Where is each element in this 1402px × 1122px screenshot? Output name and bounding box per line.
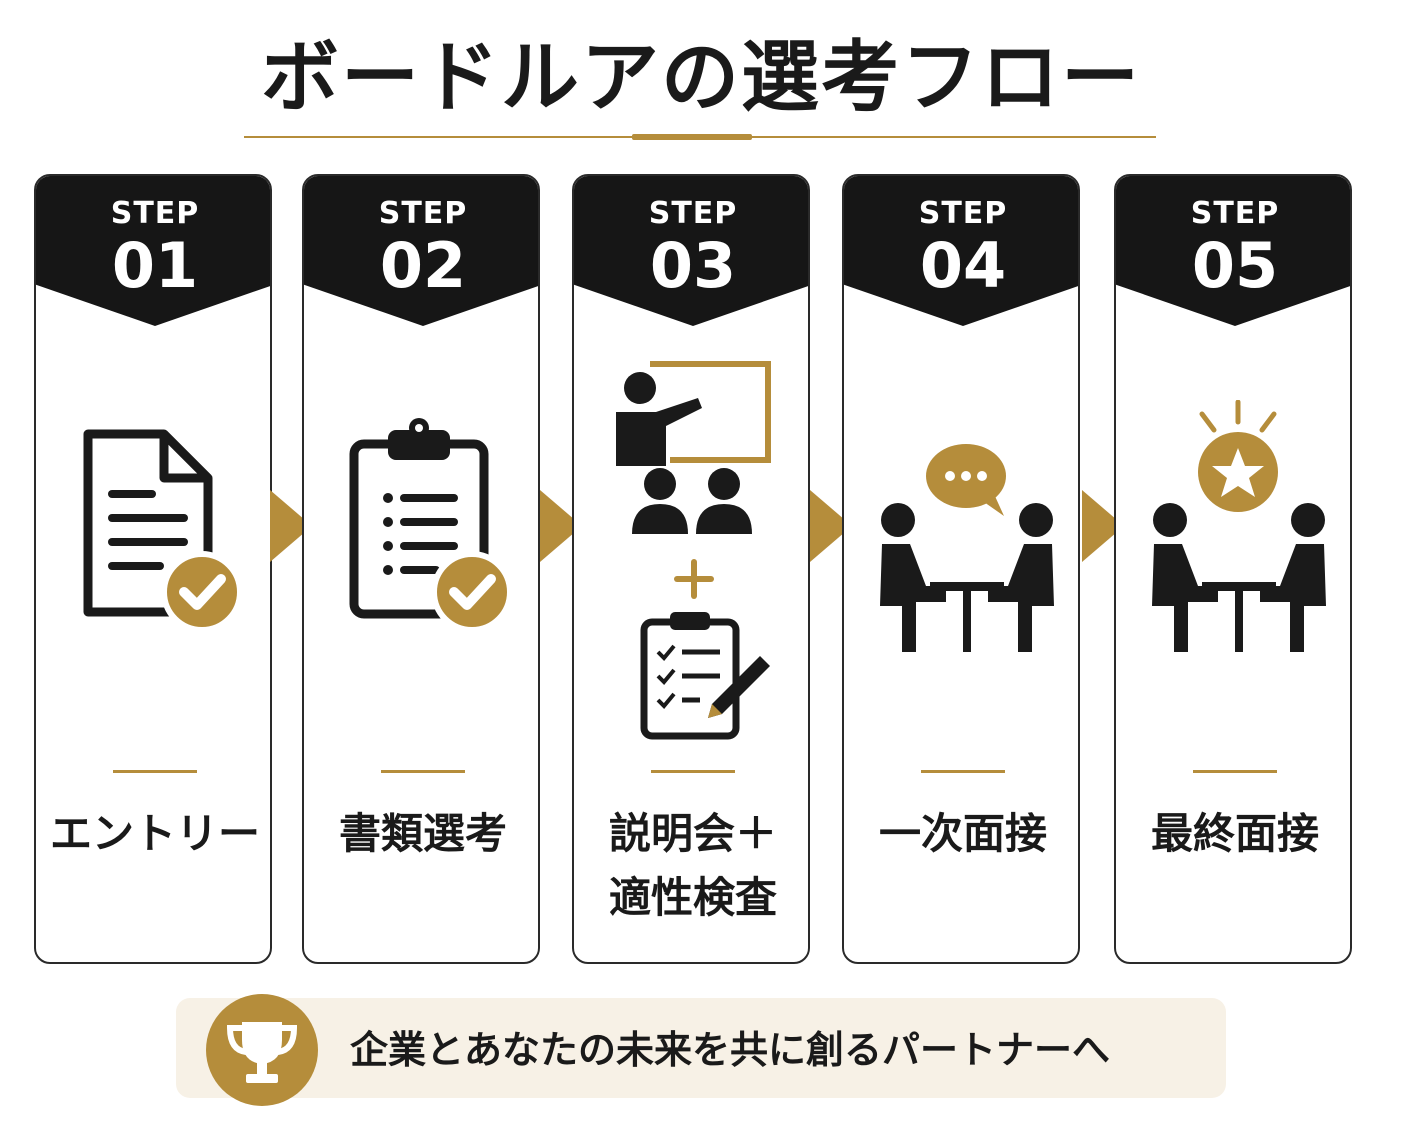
- title-divider-accent: [632, 134, 752, 140]
- step-name-line-2: 適性検査: [608, 873, 777, 922]
- step-divider: [381, 770, 465, 773]
- chevron-right-icon: [270, 490, 312, 562]
- chevron-right-icon: [540, 490, 582, 562]
- step-label: STEP: [378, 196, 468, 231]
- trophy-icon: [206, 994, 318, 1106]
- chevron-right-icon: [1082, 490, 1124, 562]
- step-header: STEP 01: [36, 176, 270, 326]
- step-name: 最終面接: [1150, 809, 1319, 858]
- interview-chat-icon: [844, 436, 1078, 670]
- step-label: STEP: [110, 196, 200, 231]
- step-number: 05: [1191, 229, 1279, 302]
- step-number: 04: [919, 229, 1007, 302]
- step-label: STEP: [648, 196, 738, 231]
- step-name: 一次面接: [878, 809, 1047, 858]
- step-divider: [113, 770, 197, 773]
- step-header: STEP 05: [1116, 176, 1350, 326]
- clipboard-check-icon: [304, 416, 538, 640]
- step-divider: [921, 770, 1005, 773]
- page-title: ボードルアの選考フロー: [260, 33, 1141, 123]
- step-card-04: STEP 04 一次面接: [842, 174, 1080, 964]
- step-header: STEP 03: [574, 176, 808, 326]
- interview-star-icon: [1116, 399, 1350, 674]
- step-card-02: STEP 02 書類選考: [302, 174, 540, 964]
- step-label: STEP: [918, 196, 1008, 231]
- step-header: STEP 04: [844, 176, 1078, 326]
- presentation-and-test-icon: [574, 356, 808, 750]
- step-name: 説明会＋ 適性検査: [574, 802, 808, 930]
- step-header: STEP 02: [304, 176, 538, 326]
- step-number: 01: [111, 229, 199, 302]
- step-name-line-1: 説明会＋: [608, 809, 777, 858]
- step-card-05: STEP 05 最終面接: [1114, 174, 1352, 964]
- chevron-right-icon: [810, 490, 852, 562]
- step-number: 02: [379, 229, 467, 302]
- slogan-banner: [176, 998, 1226, 1098]
- step-number: 03: [649, 229, 737, 302]
- slogan-text: 企業とあなたの未来を共に創るパートナーへ: [350, 1028, 1111, 1072]
- step-divider: [1193, 770, 1277, 773]
- step-name: エントリー: [49, 809, 260, 858]
- step-card-01: STEP 01 エントリー: [34, 174, 272, 964]
- step-name: 書類選考: [338, 809, 507, 858]
- step-label: STEP: [1190, 196, 1280, 231]
- document-check-icon: [36, 426, 270, 640]
- step-divider: [651, 770, 735, 773]
- step-card-03: STEP 03 説明会＋: [572, 174, 810, 964]
